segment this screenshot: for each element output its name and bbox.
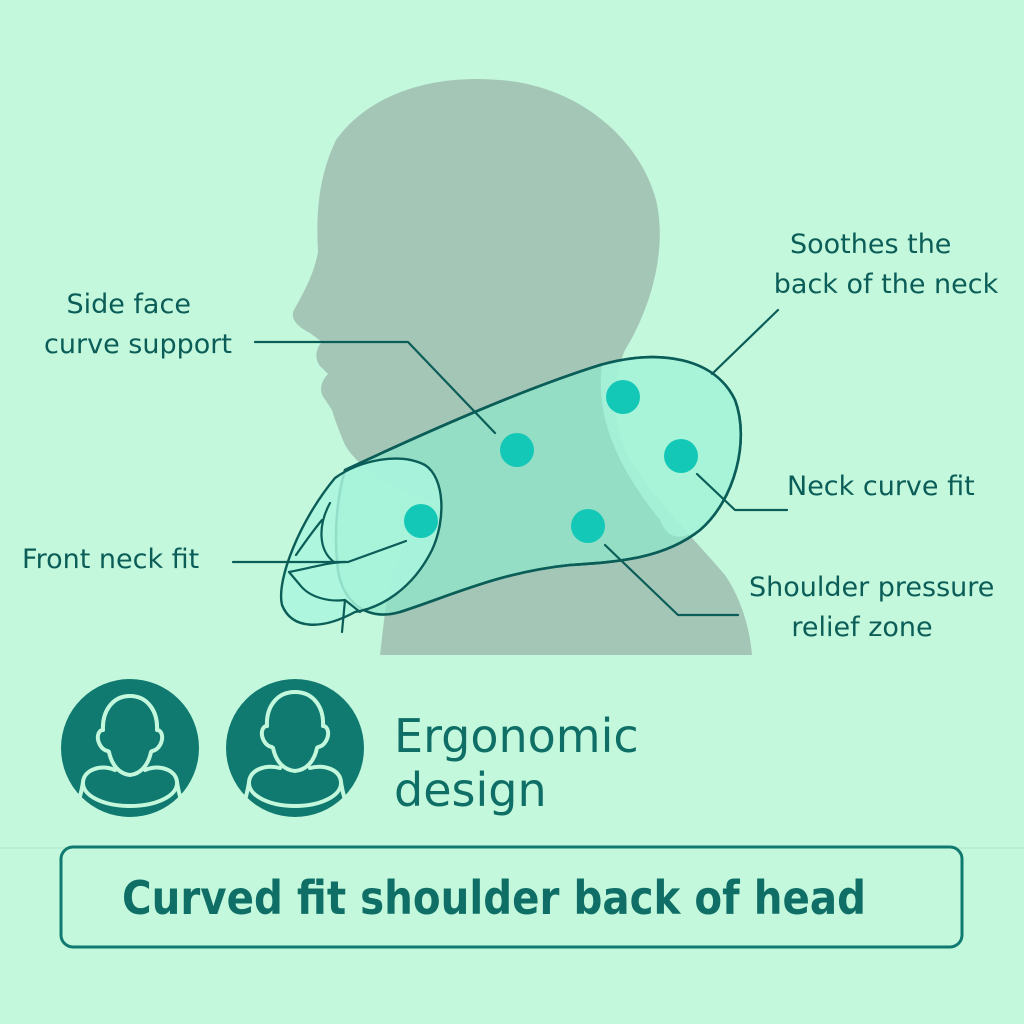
pillow-outline-rim xyxy=(344,355,743,614)
callout-shoulder: Shoulder pressure relief zone xyxy=(749,572,1003,643)
support-dots xyxy=(404,380,698,543)
leader-lines xyxy=(231,308,789,617)
dot-shoulder xyxy=(571,509,605,543)
callout-front-neck: Front neck fit xyxy=(22,544,199,575)
pillow xyxy=(279,355,743,634)
leader-side-face xyxy=(253,340,497,435)
callout-neck-curve: Neck curve fit xyxy=(787,471,975,502)
leader-front-neck xyxy=(231,539,408,564)
banner-text: Curved fit shoulder back of head xyxy=(122,871,866,925)
banner-frame xyxy=(59,845,964,949)
leader-neck-curve xyxy=(695,472,789,512)
callout-back-neck: Soothes the back of the neck xyxy=(774,229,999,300)
leader-back-neck xyxy=(710,308,780,376)
callout-side-face: Side face curve support xyxy=(44,289,232,360)
dot-neck-curve xyxy=(664,439,698,473)
bottom-banner: Curved fit shoulder back of head xyxy=(0,845,1024,949)
dot-side-face xyxy=(500,433,534,467)
dot-front-neck xyxy=(404,504,438,538)
leader-shoulder xyxy=(603,543,740,617)
dot-back-neck xyxy=(606,380,640,414)
person-pillow-icon xyxy=(61,679,199,817)
pillow-front-lobe xyxy=(279,457,443,626)
headline: Ergonomic design xyxy=(394,709,653,817)
person-pillow-icon xyxy=(226,679,364,817)
pillow-seams xyxy=(287,501,362,634)
